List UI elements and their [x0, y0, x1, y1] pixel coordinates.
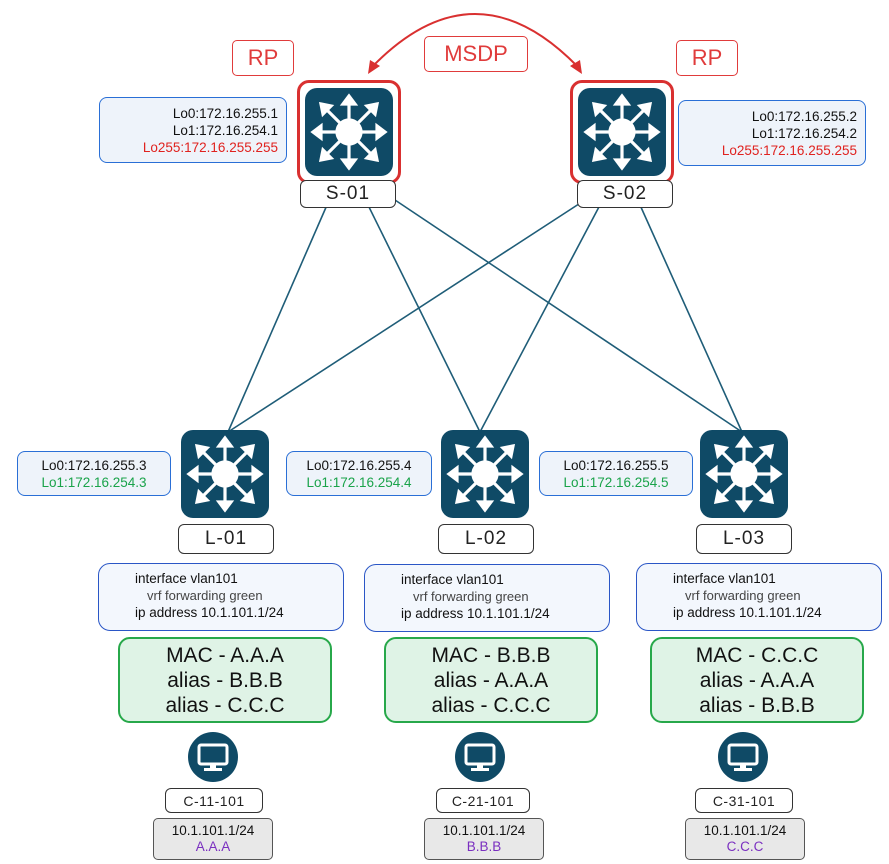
l02-mac-table: MAC - B.B.B alias - A.A.A alias - C.C.C — [384, 637, 598, 723]
l02-lo0: Lo0:172.16.255.4 — [306, 457, 412, 473]
l02-interface-config: interface vlan101 vrf forwarding green i… — [364, 564, 610, 632]
l01-ip-line: ip address 10.1.101.1/24 — [135, 605, 284, 620]
msdp-arrowhead-left — [368, 60, 380, 74]
l01-alias-1: alias - B.B.B — [167, 668, 283, 692]
switch-arrows-icon — [705, 435, 783, 513]
l03-host-name: C-31-101 — [695, 788, 793, 813]
l01-host-mac: A.A.A — [195, 839, 231, 854]
l01-alias-2: alias - C.C.C — [165, 693, 285, 717]
l01-mac-table: MAC - A.A.A alias - B.B.B alias - C.C.C — [118, 637, 332, 723]
monitor-icon[interactable] — [188, 732, 238, 782]
s01-lo1: Lo1:172.16.254.1 — [172, 122, 278, 138]
s01-lo0: Lo0:172.16.255.1 — [172, 105, 278, 121]
l03-loopback-box: Lo0:172.16.255.5 Lo1:172.16.254.5 — [539, 451, 693, 496]
s01-name: S-01 — [300, 180, 396, 208]
switch-icon[interactable] — [305, 88, 393, 176]
l01-interface-config: interface vlan101 vrf forwarding green i… — [98, 563, 344, 631]
l02-ip-line: ip address 10.1.101.1/24 — [401, 606, 550, 621]
rp-label-s01: RP — [232, 40, 294, 76]
l03-lo1: Lo1:172.16.254.5 — [563, 474, 669, 490]
link-s01-l01 — [227, 204, 328, 433]
l02-host-ip: 10.1.101.1/24 — [442, 823, 526, 838]
l02-loopback-box: Lo0:172.16.255.4 Lo1:172.16.254.4 — [286, 451, 432, 496]
l01-mac: MAC - A.A.A — [166, 643, 284, 667]
switch-icon[interactable] — [700, 430, 788, 518]
l03-host-address: 10.1.101.1/24 C.C.C — [685, 818, 805, 860]
l01-name: L-01 — [178, 524, 274, 554]
l03-alias-2: alias - B.B.B — [699, 693, 815, 717]
switch-arrows-icon — [186, 435, 264, 513]
l03-name: L-03 — [696, 524, 792, 554]
l01-host-ip: 10.1.101.1/24 — [171, 823, 255, 838]
link-s02-l02 — [479, 204, 601, 433]
rp-label-s02: RP — [676, 40, 738, 76]
s02-lo0: Lo0:172.16.255.2 — [751, 108, 857, 124]
l03-vrf-line: vrf forwarding green — [685, 588, 801, 603]
l01-vrf-line: vrf forwarding green — [147, 588, 263, 603]
s01-loopback-box: Lo0:172.16.255.1 Lo1:172.16.254.1 Lo255:… — [99, 97, 287, 163]
l01-host-address: 10.1.101.1/24 A.A.A — [153, 818, 273, 860]
switch-arrows-icon — [310, 93, 388, 171]
l01-lo1: Lo1:172.16.254.3 — [41, 474, 147, 490]
l02-lo1: Lo1:172.16.254.4 — [306, 474, 412, 490]
l01-lo0: Lo0:172.16.255.3 — [41, 457, 147, 473]
msdp-arrowhead-right — [570, 60, 582, 74]
switch-arrows-icon — [583, 93, 661, 171]
l03-mac-table: MAC - C.C.C alias - A.A.A alias - B.B.B — [650, 637, 864, 723]
link-s01-l02 — [367, 204, 481, 433]
s02-loopback-box: Lo0:172.16.255.2 Lo1:172.16.254.2 Lo255:… — [678, 100, 866, 166]
link-s02-l03 — [639, 204, 743, 433]
l03-intf-line: interface vlan101 — [673, 571, 776, 586]
switch-arrows-icon — [446, 435, 524, 513]
s02-name: S-02 — [577, 180, 673, 208]
msdp-arrow — [372, 13, 578, 67]
l02-intf-line: interface vlan101 — [401, 572, 504, 587]
s02-lo255: Lo255:172.16.255.255 — [721, 142, 857, 158]
l03-lo0: Lo0:172.16.255.5 — [563, 457, 669, 473]
s02-lo1: Lo1:172.16.254.2 — [751, 125, 857, 141]
l03-host-mac: C.C.C — [726, 839, 764, 854]
l03-mac: MAC - C.C.C — [695, 643, 819, 667]
l01-loopback-box: Lo0:172.16.255.3 Lo1:172.16.254.3 — [17, 451, 171, 496]
l02-vrf-line: vrf forwarding green — [413, 589, 529, 604]
l01-intf-line: interface vlan101 — [135, 571, 238, 586]
switch-icon[interactable] — [181, 430, 269, 518]
l02-alias-2: alias - C.C.C — [431, 693, 551, 717]
l03-interface-config: interface vlan101 vrf forwarding green i… — [636, 563, 882, 631]
monitor-icon[interactable] — [455, 732, 505, 782]
l02-host-address: 10.1.101.1/24 B.B.B — [424, 818, 544, 860]
switch-icon[interactable] — [578, 88, 666, 176]
l01-host-name: C-11-101 — [165, 788, 263, 813]
l02-mac: MAC - B.B.B — [431, 643, 551, 667]
link-s01-l03 — [394, 199, 743, 433]
l03-host-ip: 10.1.101.1/24 — [703, 823, 787, 838]
s01-lo255: Lo255:172.16.255.255 — [142, 139, 278, 155]
monitor-icon[interactable] — [718, 732, 768, 782]
msdp-label: MSDP — [424, 36, 528, 72]
l02-name: L-02 — [438, 524, 534, 554]
l03-alias-1: alias - A.A.A — [699, 668, 815, 692]
link-s02-l01 — [227, 199, 586, 433]
l02-host-name: C-21-101 — [436, 788, 530, 813]
l03-ip-line: ip address 10.1.101.1/24 — [673, 605, 822, 620]
l02-alias-1: alias - A.A.A — [433, 668, 549, 692]
switch-icon[interactable] — [441, 430, 529, 518]
l02-host-mac: B.B.B — [466, 839, 502, 854]
